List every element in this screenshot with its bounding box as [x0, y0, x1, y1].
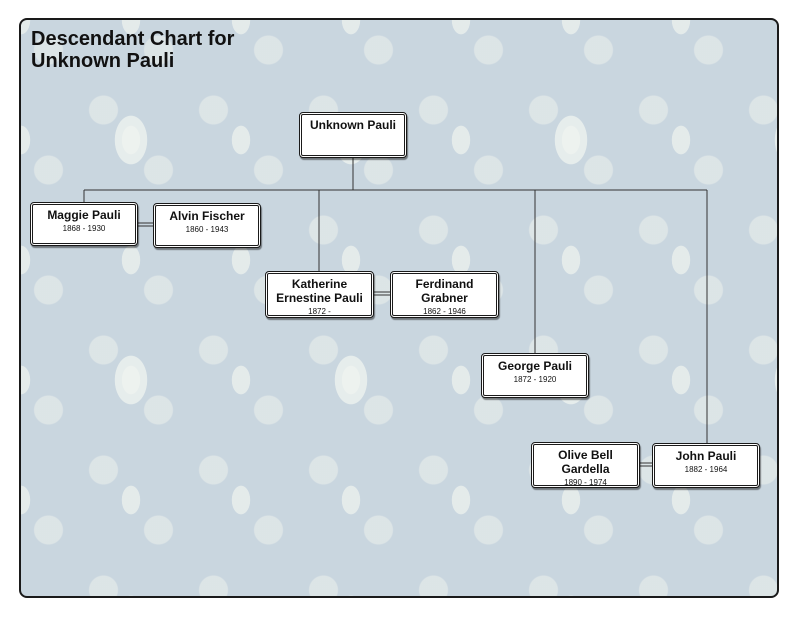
person-name: Alvin Fischer: [169, 209, 245, 223]
person-name-line1: Olive Bell: [558, 448, 613, 462]
person-dates: 1890 - 1974: [564, 478, 607, 487]
person-name: Unknown Pauli: [309, 118, 396, 132]
person-name: Maggie Pauli: [47, 208, 121, 222]
person-box-root[interactable]: Unknown Pauli: [299, 112, 407, 158]
person-box-katherine[interactable]: Katherine Ernestine Pauli 1872 -: [265, 271, 374, 318]
person-name-line1: Ferdinand: [415, 277, 474, 291]
person-dates: 1862 - 1946: [423, 307, 466, 316]
person-box-maggie[interactable]: Maggie Pauli 1868 - 1930: [30, 202, 138, 246]
person-dates: 1872 -: [308, 307, 331, 316]
person-name-line2: Grabner: [421, 291, 468, 305]
person-box-john[interactable]: John Pauli 1882 - 1964: [652, 443, 760, 488]
person-name: George Pauli: [497, 359, 573, 373]
person-dates: 1872 - 1920: [513, 375, 557, 384]
person-name-line2: Gardella: [561, 462, 610, 476]
person-box-alvin[interactable]: Alvin Fischer 1860 - 1943: [153, 203, 261, 248]
person-box-george[interactable]: George Pauli 1872 - 1920: [481, 353, 589, 398]
person-box-olive[interactable]: Olive Bell Gardella 1890 - 1974: [531, 442, 640, 488]
person-name: Olive Bell Gardella: [534, 445, 637, 476]
chart-title-line2: Unknown Pauli: [31, 50, 175, 72]
person-name: Ferdinand Grabner: [393, 274, 496, 305]
person-dates: 1868 - 1930: [62, 224, 106, 233]
person-name-line2: Ernestine Pauli: [276, 291, 363, 305]
person-box-ferdinand[interactable]: Ferdinand Grabner 1862 - 1946: [390, 271, 499, 318]
chart-title: Descendant Chart for Unknown Pauli: [31, 28, 291, 72]
person-dates: 1882 - 1964: [684, 465, 728, 474]
person-name-line1: Katherine: [291, 277, 348, 291]
person-name: Katherine Ernestine Pauli: [268, 274, 371, 305]
chart-title-line1: Descendant Chart for: [31, 28, 235, 50]
person-name: John Pauli: [675, 449, 737, 463]
person-dates: 1860 - 1943: [185, 225, 229, 234]
